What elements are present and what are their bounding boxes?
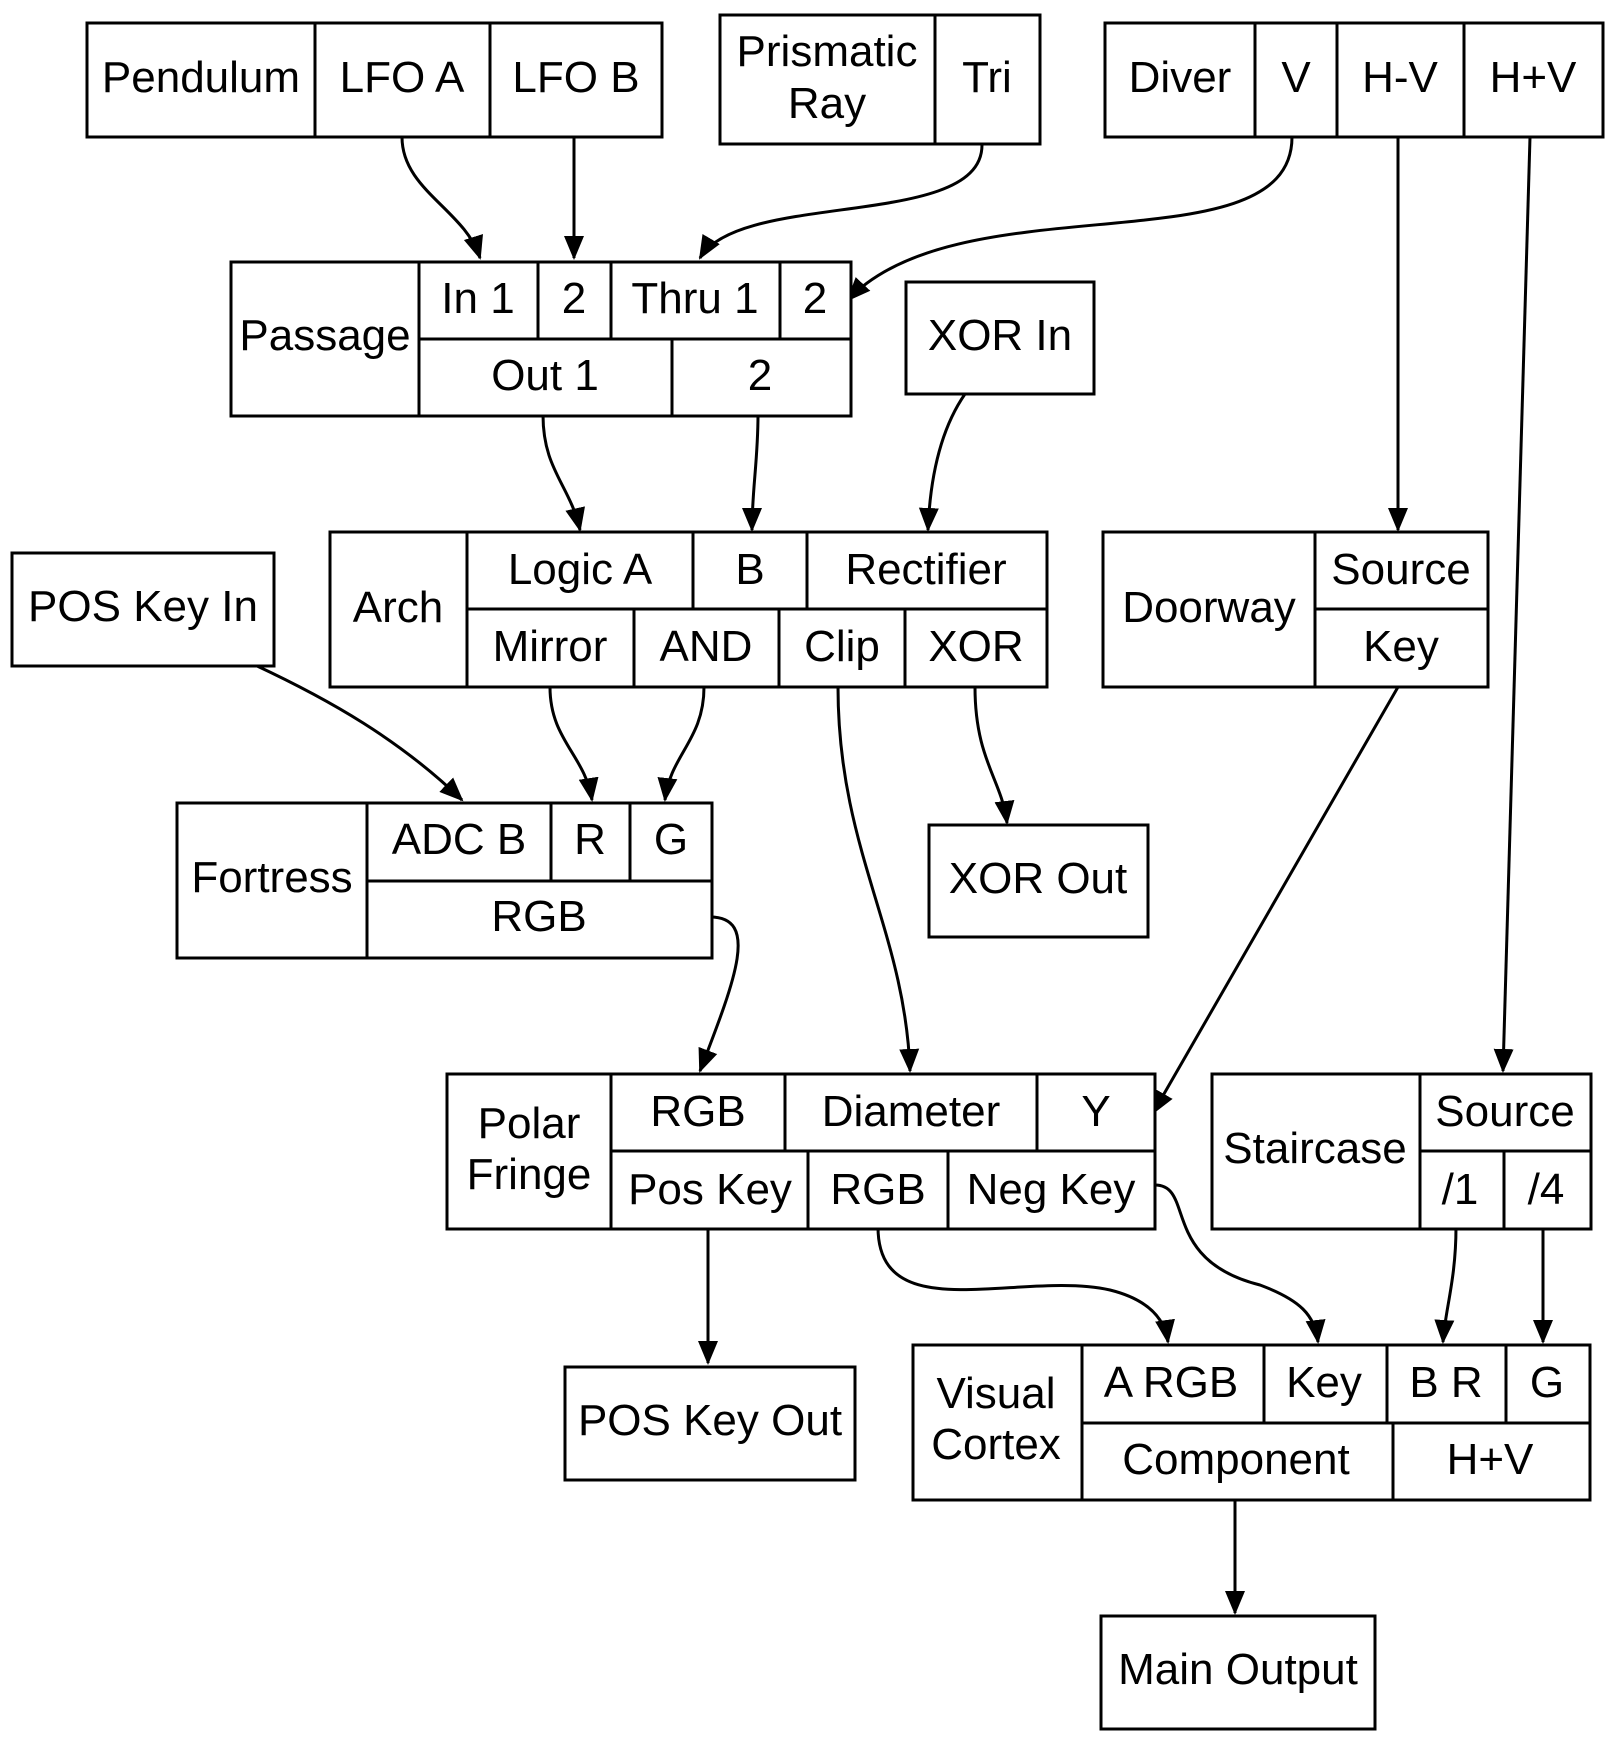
fortress-r-port[interactable]: R <box>574 815 606 864</box>
wire-diver-v-to-passage-thru2 <box>846 136 1294 302</box>
wire-arch-and-to-fortress-g <box>657 686 706 802</box>
prismatic-ray-label-line1: Prismatic <box>737 27 918 76</box>
wire-lfo-a-to-passage-in1 <box>400 136 483 260</box>
diver-h-plus-v-port[interactable]: H+V <box>1490 53 1577 102</box>
visual-cortex-component-port[interactable]: Component <box>1122 1435 1349 1484</box>
arch-and-port[interactable]: AND <box>660 622 753 671</box>
arch-logic-a-port[interactable]: Logic A <box>508 545 653 594</box>
passage-label: Passage <box>239 311 410 360</box>
visual-cortex-module: Visual Cortex A RGB Key B R G Component … <box>911 1343 1592 1502</box>
xor-out-module: XOR Out <box>927 823 1150 939</box>
polar-fringe-neg-key-port[interactable]: Neg Key <box>967 1165 1136 1214</box>
staircase-div1-port[interactable]: /1 <box>1442 1165 1479 1214</box>
prismatic-ray-tri-port[interactable]: Tri <box>962 53 1012 102</box>
doorway-key-port[interactable]: Key <box>1363 622 1439 671</box>
wire-fortress-rgb-to-polar-rgb <box>698 915 740 1073</box>
xor-out-label[interactable]: XOR Out <box>949 854 1128 903</box>
arch-b-port[interactable]: B <box>735 545 764 594</box>
wire-arch-mirror-to-fortress-r <box>548 686 599 802</box>
staircase-module: Staircase Source /1 /4 <box>1210 1072 1593 1231</box>
arch-label: Arch <box>353 583 443 632</box>
pendulum-label: Pendulum <box>102 53 300 102</box>
visual-cortex-h-plus-v-port[interactable]: H+V <box>1447 1435 1534 1484</box>
arch-clip-port[interactable]: Clip <box>804 622 880 671</box>
wire-doorway-key-to-polar-y <box>1151 686 1400 1115</box>
staircase-label: Staircase <box>1223 1124 1406 1173</box>
visual-cortex-label-line1: Visual <box>936 1369 1055 1418</box>
doorway-label: Doorway <box>1122 583 1296 632</box>
fortress-adc-b-port[interactable]: ADC B <box>392 815 526 864</box>
pendulum-module: Pendulum LFO A LFO B <box>85 21 664 139</box>
wire-xor-in-to-arch-rectifier <box>918 393 967 532</box>
pos-key-in-module: POS Key In <box>10 551 276 668</box>
arch-xor-port[interactable]: XOR <box>928 622 1023 671</box>
wire-arch-clip-to-polar-diameter <box>836 686 920 1073</box>
wire-passage-out1-to-arch-logic-a <box>541 414 585 532</box>
arch-module: Arch Logic A B Rectifier Mirror AND Clip… <box>328 530 1049 689</box>
polar-fringe-label-line2: Fringe <box>467 1150 592 1199</box>
wire-h-plus-v-to-staircase-source <box>1493 136 1532 1073</box>
wire-staircase-div1-to-visual-br <box>1434 1226 1458 1344</box>
doorway-source-port[interactable]: Source <box>1331 545 1470 594</box>
prismatic-ray-label-line2: Ray <box>788 79 866 128</box>
fortress-g-port[interactable]: G <box>654 815 688 864</box>
xor-in-module: XOR In <box>904 280 1096 396</box>
wire-tri-to-passage-thru1 <box>698 144 984 260</box>
polar-fringe-rgb-out-port[interactable]: RGB <box>830 1165 925 1214</box>
wire-polar-rgb-to-visual-a-rgb <box>876 1226 1175 1344</box>
arch-mirror-port[interactable]: Mirror <box>493 622 608 671</box>
passage-out1-port[interactable]: Out 1 <box>491 351 599 400</box>
doorway-module: Doorway Source Key <box>1101 530 1490 689</box>
pos-key-out-module: POS Key Out <box>563 1365 857 1482</box>
diver-h-minus-v-port[interactable]: H-V <box>1362 53 1438 102</box>
passage-out2-port[interactable]: 2 <box>748 351 772 400</box>
visual-cortex-g-port[interactable]: G <box>1530 1358 1564 1407</box>
staircase-source-port[interactable]: Source <box>1435 1087 1574 1136</box>
wires <box>254 136 1553 1615</box>
staircase-div4-port[interactable]: /4 <box>1528 1165 1565 1214</box>
visual-cortex-a-rgb-port[interactable]: A RGB <box>1104 1358 1239 1407</box>
main-output-label[interactable]: Main Output <box>1118 1645 1358 1694</box>
passage-in1-port[interactable]: In 1 <box>441 274 514 323</box>
visual-cortex-label-line2: Cortex <box>931 1420 1061 1469</box>
passage-module: Passage In 1 2 Thru 1 2 Out 1 2 <box>229 260 853 418</box>
wire-pos-key-in-to-fortress-adc-b <box>254 663 464 802</box>
fortress-module: Fortress ADC B R G RGB <box>175 801 714 960</box>
fortress-label: Fortress <box>191 853 352 902</box>
main-output-module: Main Output <box>1099 1614 1377 1731</box>
pos-key-in-label[interactable]: POS Key In <box>28 582 258 631</box>
pendulum-lfo-b-port[interactable]: LFO B <box>512 53 639 102</box>
wire-polar-neg-key-to-visual-key <box>1154 1183 1326 1344</box>
wire-arch-xor-to-xor-out <box>973 686 1015 825</box>
passage-thru2-port[interactable]: 2 <box>803 274 827 323</box>
polar-fringe-pos-key-port[interactable]: Pos Key <box>628 1165 792 1214</box>
pendulum-lfo-a-port[interactable]: LFO A <box>340 53 465 102</box>
xor-in-label[interactable]: XOR In <box>928 311 1072 360</box>
pos-key-out-label[interactable]: POS Key Out <box>578 1396 842 1445</box>
passage-thru1-port[interactable]: Thru 1 <box>631 274 758 323</box>
polar-fringe-diameter-port[interactable]: Diameter <box>822 1087 1001 1136</box>
polar-fringe-module: Polar Fringe RGB Diameter Y Pos Key RGB … <box>445 1072 1157 1231</box>
prismatic-ray-module: Prismatic Ray Tri <box>718 13 1042 146</box>
wire-passage-out2-to-arch-b <box>742 414 763 532</box>
diver-v-port[interactable]: V <box>1281 53 1311 102</box>
fortress-rgb-port[interactable]: RGB <box>491 892 586 941</box>
visual-cortex-b-r-port[interactable]: B R <box>1409 1358 1482 1407</box>
passage-in2-port[interactable]: 2 <box>562 274 586 323</box>
visual-cortex-key-port[interactable]: Key <box>1286 1358 1362 1407</box>
polar-fringe-label-line1: Polar <box>478 1099 581 1148</box>
polar-fringe-rgb-in-port[interactable]: RGB <box>650 1087 745 1136</box>
diver-label: Diver <box>1129 53 1232 102</box>
arch-rectifier-port[interactable]: Rectifier <box>845 545 1006 594</box>
diver-module: Diver V H-V H+V <box>1103 21 1605 139</box>
polar-fringe-y-port[interactable]: Y <box>1081 1087 1110 1136</box>
